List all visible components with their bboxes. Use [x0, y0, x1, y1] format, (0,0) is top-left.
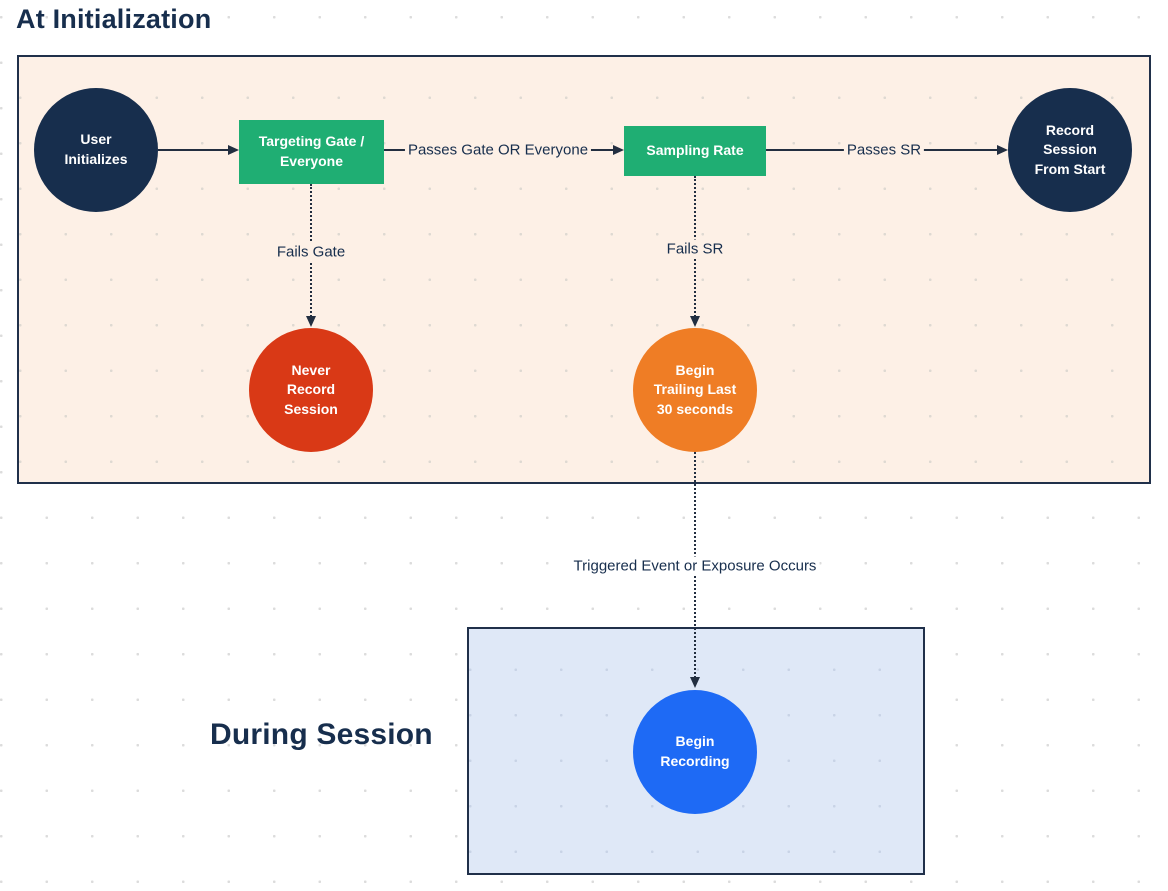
node-user-initializes: User Initializes — [34, 88, 158, 212]
init-phase-title: At Initialization — [16, 4, 212, 34]
edge-label-fails-gate: Fails Gate — [273, 242, 349, 262]
arrowhead-gate-to-never-record — [306, 316, 316, 327]
node-begin-recording: Begin Recording — [633, 690, 757, 814]
edge-user-to-gate — [158, 149, 230, 151]
node-record-from-start: Record Session From Start — [1008, 88, 1132, 212]
node-targeting-gate: Targeting Gate / Everyone — [239, 120, 384, 184]
arrowhead-gate-to-sampling — [613, 145, 624, 155]
edge-label-triggered-event: Triggered Event or Exposure Occurs — [570, 556, 820, 576]
arrowhead-sampling-to-record — [997, 145, 1008, 155]
during-session-title: During Session — [210, 718, 433, 751]
init-phase-container — [17, 55, 1151, 484]
node-sampling-rate: Sampling Rate — [624, 126, 766, 176]
edge-label-fails-sr: Fails SR — [663, 239, 727, 259]
edge-label-passes-gate: Passes Gate OR Everyone — [404, 140, 592, 160]
node-begin-trailing: Begin Trailing Last 30 seconds — [633, 328, 757, 452]
node-never-record: Never Record Session — [249, 328, 373, 452]
arrowhead-trailing-to-recording — [690, 677, 700, 688]
edge-label-passes-sr: Passes SR — [843, 140, 925, 160]
arrowhead-sampling-to-trailing — [690, 316, 700, 327]
arrowhead-user-to-gate — [228, 145, 239, 155]
